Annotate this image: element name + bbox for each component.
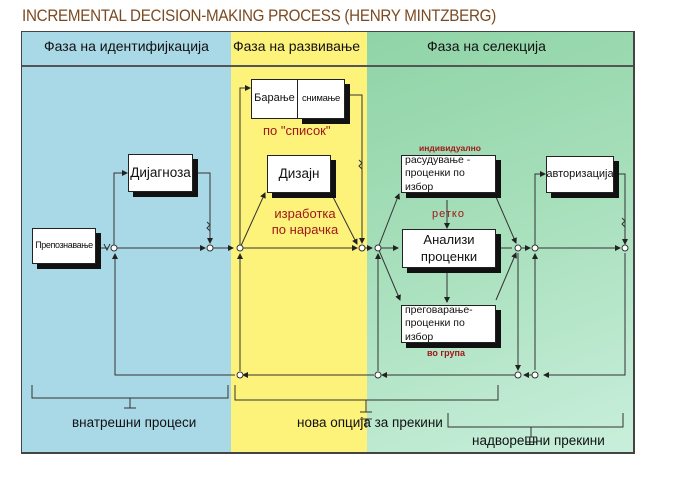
junction-node [358, 244, 366, 252]
interrupt-zigzag-icon [621, 217, 626, 228]
junction-node [514, 244, 522, 252]
connector [495, 252, 517, 301]
by-list-annotation: по "список" [263, 123, 331, 138]
connector [543, 253, 626, 378]
interrupt-zigzag-icon [103, 243, 111, 252]
in-group-annotation: во група [427, 348, 465, 358]
connector [112, 253, 235, 376]
connector [330, 192, 358, 245]
diagnosis-box: Дијагноза [128, 154, 193, 192]
screen-box: снимање [297, 79, 345, 119]
connector [377, 247, 401, 301]
junction-node [236, 244, 244, 252]
authorization-box: авторизација [546, 156, 614, 193]
junction-node [531, 244, 539, 252]
connector [345, 94, 365, 244]
connector [377, 193, 400, 249]
junction-node [531, 371, 539, 379]
phase-selection-label: Фаза на селекција [427, 38, 546, 54]
bracket [234, 385, 499, 401]
connector [113, 170, 128, 248]
external-interrupts-label: надворешни прекини [472, 433, 605, 448]
junction-node [621, 244, 629, 252]
internal-processes-label: внатрешни процеси [72, 415, 197, 430]
junction-node [110, 244, 118, 252]
junction-node [374, 244, 382, 252]
search-box: Барање [251, 79, 297, 119]
design-box: Дизајн [267, 155, 331, 193]
connector [614, 173, 628, 245]
junction-node [236, 371, 244, 379]
junction-node [374, 371, 382, 379]
bracket [447, 413, 624, 428]
individually-annotation: индивидуално [419, 143, 481, 153]
custom-made-annotation: изработка по нарачка [271, 206, 339, 237]
bargaining-box: преговарање- проценки по избор [401, 304, 496, 343]
interrupt-zigzag-icon [358, 159, 363, 170]
bracket [31, 385, 229, 399]
interrupt-zigzag-icon [206, 221, 211, 232]
phase-development-label: Фаза на развивање [233, 38, 361, 54]
analysis-box: Анализи проценки [402, 229, 496, 268]
connector [239, 85, 251, 248]
header-divider [22, 65, 634, 67]
connector [239, 192, 266, 249]
recognition-box: Препознавање [32, 228, 96, 264]
phase-identification-label: Фаза на идентифијкација [44, 38, 209, 54]
new-option-interrupts-label: нова опција за прекини [297, 415, 443, 430]
rarely-annotation: ретко [432, 208, 465, 220]
junction-node [206, 244, 214, 252]
connector [495, 196, 517, 244]
junction-node [514, 371, 522, 379]
connector [534, 171, 546, 248]
diagram-title: INCREMENTAL DECISION-MAKING PROCESS (HEN… [22, 7, 497, 25]
judgment-box: расудување - проценки по избор [401, 154, 496, 193]
connector [194, 172, 213, 244]
